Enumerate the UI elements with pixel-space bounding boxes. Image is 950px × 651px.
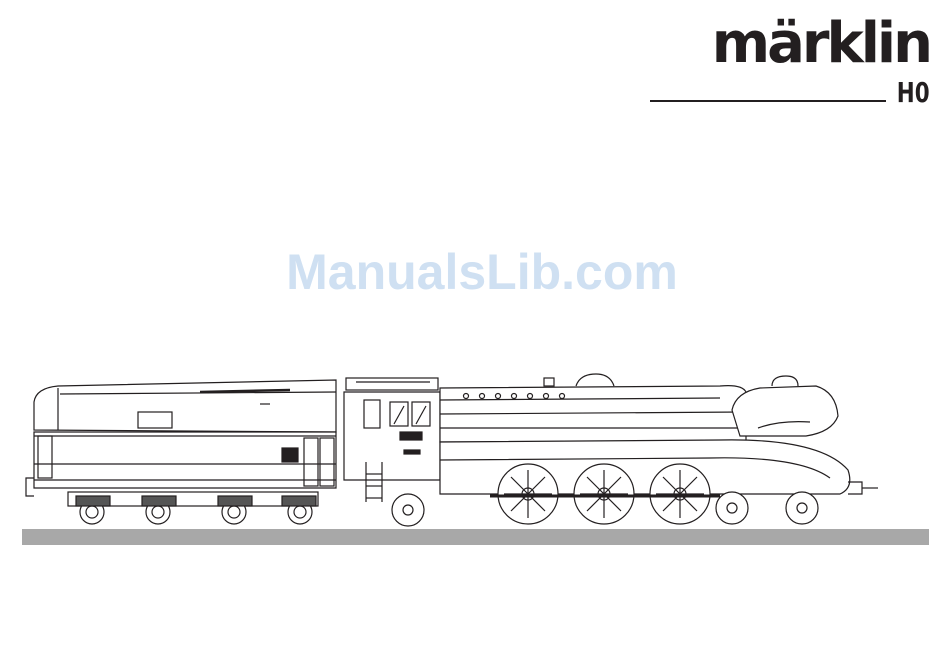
- scale-label: H0: [897, 78, 930, 108]
- watermark: ManualsLib.com: [266, 244, 698, 300]
- brand-wordmark: märklin: [648, 14, 930, 74]
- brand-underline: [650, 100, 886, 102]
- brand-logo: märklin H0: [648, 14, 930, 106]
- locomotive-icon: [20, 370, 930, 550]
- tender-drawing: [26, 380, 336, 524]
- rail-track: [22, 529, 929, 545]
- cab-drawing: [344, 378, 440, 526]
